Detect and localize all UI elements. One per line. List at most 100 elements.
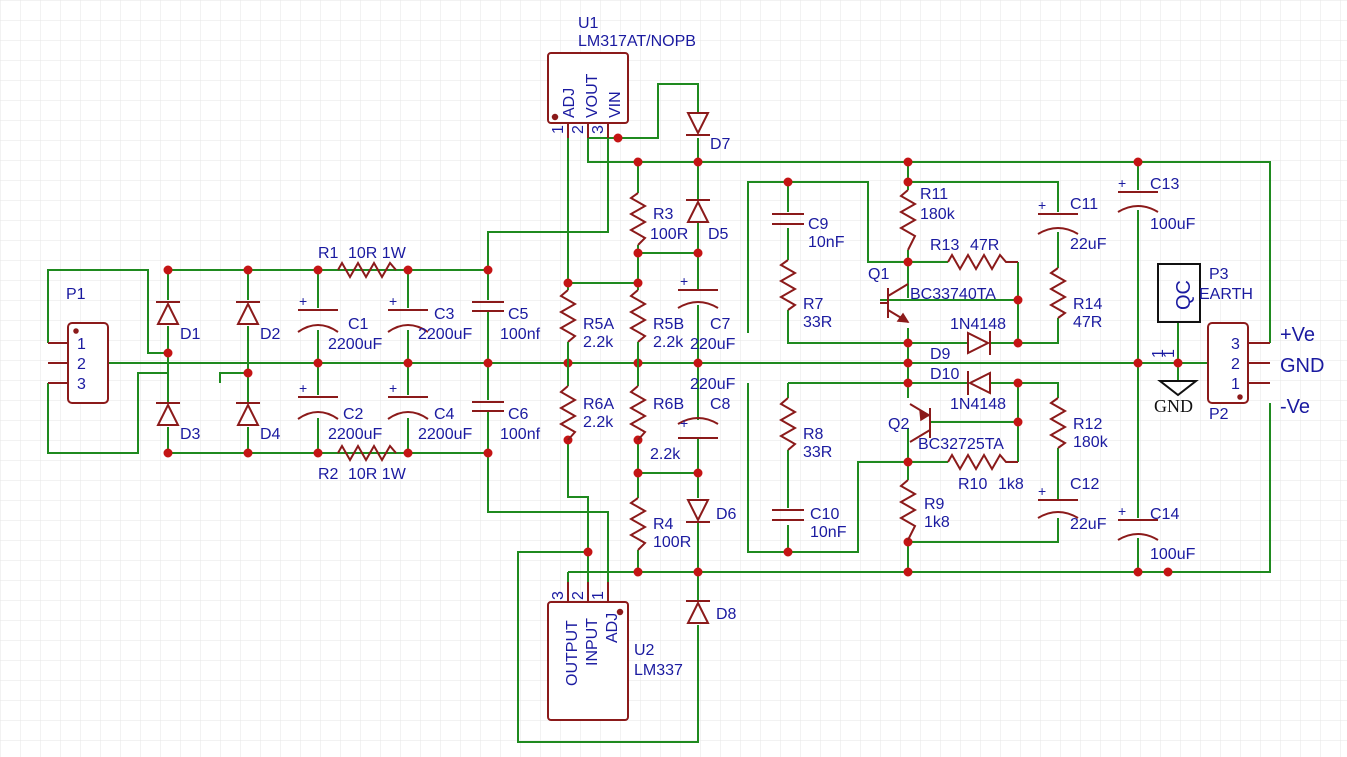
capacitor-c8[interactable]: + 220uF C8 [677, 376, 736, 439]
diode-d8[interactable]: D8 [686, 600, 737, 624]
resistor-r14[interactable]: R12 180k [1048, 397, 1109, 451]
capacitor-c6[interactable]: C6 100nf [472, 401, 541, 443]
svg-text:D3: D3 [180, 426, 201, 443]
svg-text:2.2k: 2.2k [583, 414, 614, 431]
resistor-r6b[interactable]: R6B 2.2k [628, 385, 684, 463]
svg-text:R11: R11 [920, 186, 948, 203]
resistor-r5a[interactable]: R5A 2.2k [558, 289, 614, 351]
svg-text:C11: C11 [1070, 196, 1098, 213]
svg-text:+: + [1038, 197, 1046, 213]
diode-d3[interactable]: D3 [156, 402, 201, 443]
svg-text:D4: D4 [260, 426, 281, 443]
capacitor-c14[interactable]: + C14 100uF [1117, 503, 1196, 563]
resistor-r12[interactable]: R10 1k8 [947, 452, 1024, 493]
svg-text:100uF: 100uF [1150, 546, 1196, 563]
qc-symbol: QC [1173, 280, 1195, 310]
svg-text:100nf: 100nf [500, 326, 541, 343]
resistor-r5b[interactable]: R5B 2.2k [628, 289, 684, 351]
svg-text:C9: C9 [808, 216, 829, 233]
svg-text:3: 3 [550, 591, 567, 600]
svg-text:2.2k: 2.2k [653, 334, 684, 351]
svg-text:C5: C5 [508, 306, 529, 323]
svg-text:ADJ: ADJ [561, 88, 578, 118]
resistor-r13[interactable]: R14 47R [1048, 267, 1102, 331]
svg-text:GND: GND [1154, 396, 1193, 416]
svg-text:2.2k: 2.2k [583, 334, 614, 351]
capacitor-c10[interactable]: C10 10nF [772, 506, 847, 541]
svg-text:VOUT: VOUT [584, 73, 601, 118]
svg-text:33R: 33R [803, 444, 832, 461]
diode-d1[interactable]: D1 [156, 301, 201, 343]
resistor-r6a[interactable]: R6A 2.2k [558, 385, 614, 441]
capacitor-c9[interactable]: C9 10nF [772, 213, 845, 251]
svg-text:100nf: 100nf [500, 426, 541, 443]
regulator-u1[interactable]: U1 LM317AT/NOPB ADJ VOUT VIN 1 2 3 [547, 15, 696, 138]
svg-text:2200uF: 2200uF [328, 426, 382, 443]
svg-text:R10: R10 [958, 476, 987, 493]
ground-symbol: GND [1154, 380, 1199, 416]
svg-text:R7: R7 [803, 296, 824, 313]
capacitor-c12[interactable]: + C12 22uF [1037, 476, 1107, 533]
svg-text:C8: C8 [710, 396, 731, 413]
svg-text:1: 1 [1161, 349, 1178, 358]
resistor-r9[interactable]: R11 180k [898, 186, 956, 251]
svg-text:D10: D10 [930, 366, 959, 383]
capacitor-c1[interactable]: + C1 2200uF [297, 293, 382, 353]
regulator-u2[interactable]: U2 LM337 OUTPUT INPUT ADJ 3 2 1 [547, 582, 683, 721]
resistor-r7[interactable]: R7 33R [778, 259, 832, 331]
rail-label-neg: -Ve [1280, 396, 1310, 418]
svg-text:+: + [389, 293, 397, 309]
capacitor-c5[interactable]: C5 100nf [472, 301, 541, 343]
svg-text:180k: 180k [1073, 434, 1109, 451]
svg-text:R5A: R5A [583, 316, 614, 333]
resistor-r11[interactable]: R13 47R [930, 237, 1018, 272]
svg-text:C4: C4 [434, 406, 455, 423]
diode-d5[interactable]: D5 [686, 199, 729, 243]
svg-text:C3: C3 [434, 306, 455, 323]
svg-text:R6A: R6A [583, 396, 614, 413]
capacitor-c2[interactable]: + C2 2200uF [297, 380, 382, 443]
diode-d7[interactable]: D7 [686, 112, 731, 153]
rail-label-gnd: GND [1280, 355, 1324, 377]
svg-text:VIN: VIN [607, 91, 624, 118]
capacitor-c13[interactable]: + C13 100uF [1117, 175, 1196, 233]
resistor-r2[interactable]: R2 10R 1W [318, 443, 407, 483]
capacitor-c7[interactable]: + C7 220uF [677, 273, 736, 353]
connector-p3-earth[interactable]: QC P3 EARTH 1 1 [1150, 263, 1253, 358]
diode-d6[interactable]: D6 [686, 499, 737, 523]
svg-text:2.2k: 2.2k [650, 446, 681, 463]
svg-text:ADJ: ADJ [604, 613, 621, 643]
svg-text:+: + [1038, 483, 1046, 499]
svg-text:LM337: LM337 [634, 662, 683, 679]
svg-text:P2: P2 [1209, 406, 1229, 423]
svg-text:R2: R2 [318, 466, 339, 483]
diode-d4[interactable]: D4 [236, 402, 281, 443]
capacitor-c4[interactable]: + C4 2200uF [387, 380, 472, 443]
resistor-r4[interactable]: R4 100R [628, 497, 691, 551]
svg-text:+: + [299, 380, 307, 396]
resistor-r8[interactable]: R8 33R [778, 397, 832, 461]
svg-text:1: 1 [1150, 349, 1167, 358]
resistor-r1[interactable]: R1 10R 1W [318, 245, 407, 280]
resistor-r10[interactable]: R9 1k8 [898, 479, 950, 541]
connector-p1[interactable]: P1 1 2 3 [48, 286, 109, 404]
connector-p2[interactable]: 3 2 1 P2 [1207, 322, 1270, 423]
svg-text:3: 3 [590, 125, 607, 134]
diode-d10[interactable]: D10 1N4148 [930, 366, 1006, 413]
diode-d9[interactable]: 1N4148 D9 [930, 316, 1006, 363]
svg-text:U2: U2 [634, 642, 655, 659]
svg-text:220uF: 220uF [690, 336, 736, 353]
transistor-q1[interactable]: Q1 BC33740TA [868, 266, 996, 323]
p1-ref: P1 [66, 286, 86, 303]
svg-text:1k8: 1k8 [924, 514, 950, 531]
svg-text:10R 1W: 10R 1W [348, 466, 407, 483]
resistor-r3[interactable]: R3 100R [628, 192, 688, 246]
capacitor-c3[interactable]: + C3 2200uF [387, 293, 472, 343]
diode-d2[interactable]: D2 [236, 301, 281, 343]
capacitor-c11[interactable]: + C11 22uF [1037, 196, 1107, 253]
svg-text:D9: D9 [930, 346, 951, 363]
svg-text:2: 2 [570, 125, 587, 134]
transistor-q2[interactable]: Q2 BC32725TA [888, 403, 1004, 453]
svg-text:+: + [680, 273, 688, 289]
